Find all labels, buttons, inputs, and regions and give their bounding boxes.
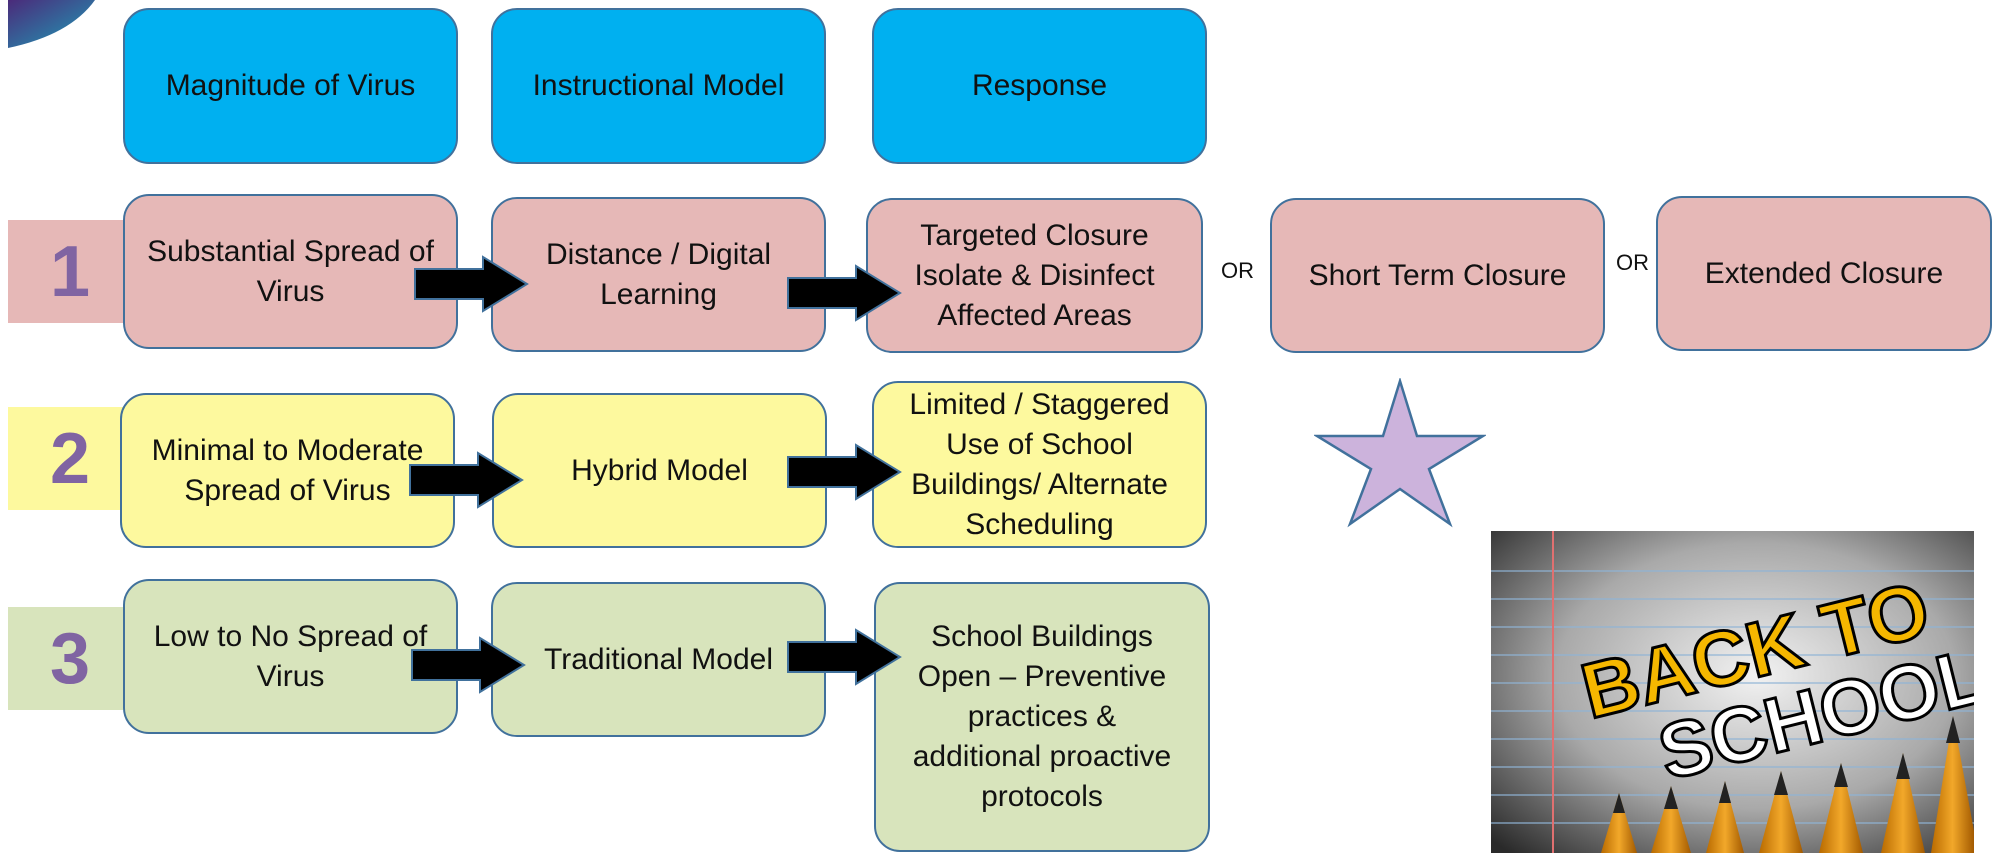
back-to-school-image: BACK TO SCHOOL — [1491, 531, 1974, 853]
or-label-1: OR — [1221, 258, 1254, 283]
level-3-magnitude: Low to No Spread of Virus — [123, 579, 458, 734]
level-2-model: Hybrid Model — [492, 393, 827, 548]
level-1-number: 1 — [50, 231, 91, 312]
or-label-2: OR — [1616, 250, 1649, 275]
corner-decoration — [8, 0, 95, 48]
arrow-l1-model-to-response — [787, 264, 902, 322]
level-3-number: 3 — [50, 618, 91, 699]
level-1-extended-closure: Extended Closure — [1656, 196, 1992, 351]
arrow-l3-model-to-response — [787, 628, 902, 686]
level-1-response: Targeted Closure Isolate & Disinfect Aff… — [866, 198, 1203, 353]
header-response: Response — [872, 8, 1207, 164]
level-2-magnitude: Minimal to Moderate Spread of Virus — [120, 393, 455, 548]
level-1-magnitude: Substantial Spread of Virus — [123, 194, 458, 349]
level-3-model: Traditional Model — [491, 582, 826, 737]
level-3-response: School Buildings Open – Preventive pract… — [874, 582, 1210, 852]
level-2-band: 2 — [8, 407, 132, 510]
arrow-l3-magnitude-to-model — [411, 636, 526, 694]
level-1-model: Distance / Digital Learning — [491, 197, 826, 352]
level-2-response: Limited / Staggered Use of School Buildi… — [872, 381, 1207, 548]
star-icon — [1314, 378, 1486, 528]
header-instructional-model: Instructional Model — [491, 8, 826, 164]
arrow-l2-model-to-response — [787, 443, 902, 501]
arrow-l2-magnitude-to-model — [409, 451, 524, 509]
level-1-short-term-closure: Short Term Closure — [1270, 198, 1605, 353]
level-2-number: 2 — [50, 418, 91, 499]
header-magnitude: Magnitude of Virus — [123, 8, 458, 164]
arrow-l1-magnitude-to-model — [414, 255, 529, 313]
